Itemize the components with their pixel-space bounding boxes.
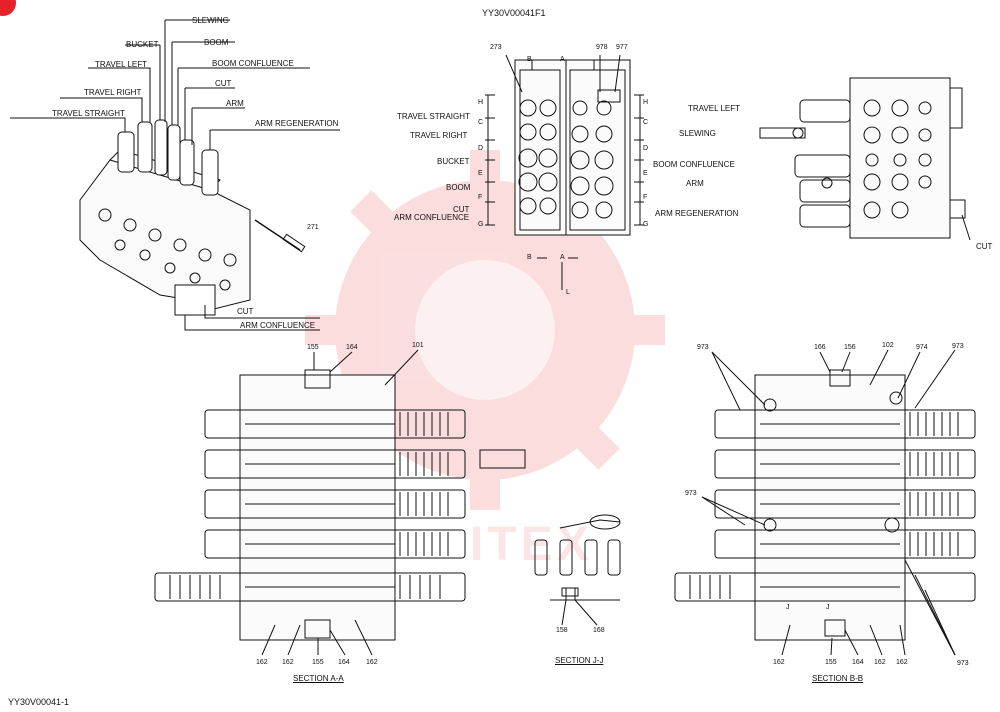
front-label-travel-straight: TRAVEL STRAIGHT: [397, 112, 470, 121]
label-arm-confluence: ARM CONFLUENCE: [240, 321, 316, 330]
right-letter-g: G: [643, 221, 649, 228]
aa-part-162-b: 162: [282, 659, 294, 666]
bb-part-162-a: 162: [773, 659, 785, 666]
figure-id: YY30V00041F1: [482, 8, 546, 18]
label-slewing: SLEWING: [192, 16, 229, 25]
bb-part-973-mid: 973: [685, 490, 697, 497]
left-letter-g: G: [478, 221, 484, 228]
label-travel-left: TRAVEL LEFT: [95, 60, 148, 69]
aa-part-164-top: 164: [346, 344, 358, 351]
right-letter-e: E: [643, 170, 648, 177]
left-letter-h: H: [478, 99, 484, 106]
bb-part-973-top-left: 973: [697, 344, 709, 351]
bb-j-left: J: [786, 604, 790, 611]
section-a-bottom: A: [560, 254, 565, 261]
part-978: 978: [596, 44, 608, 51]
front-label-travel-left: TRAVEL LEFT: [688, 104, 741, 113]
iso-valve-drawing: [10, 19, 340, 331]
part-273: 273: [490, 44, 502, 51]
bb-part-156: 156: [844, 344, 856, 351]
side-valve-view: [759, 77, 971, 241]
section-bb-title: SECTION B-B: [812, 674, 864, 683]
section-jj-drawing: [534, 514, 621, 626]
section-b-bottom: B: [527, 254, 532, 261]
bb-part-162-c: 162: [896, 659, 908, 666]
jj-part-168: 168: [593, 627, 605, 634]
arrow-l-label: L: [566, 289, 570, 296]
bb-part-973-top-right: 973: [952, 343, 964, 350]
bb-part-974: 974: [916, 344, 928, 351]
section-jj-title: SECTION J-J: [555, 656, 604, 665]
left-letter-c: C: [478, 119, 484, 126]
bb-part-155: 155: [825, 659, 837, 666]
aa-part-164-bottom: 164: [338, 659, 350, 666]
left-letter-d: D: [478, 145, 484, 152]
label-boom: BOOM: [204, 38, 229, 47]
label-travel-straight: TRAVEL STRAIGHT: [52, 109, 125, 118]
aa-part-162-a: 162: [256, 659, 268, 666]
aa-part-162-c: 162: [366, 659, 378, 666]
right-letter-f: F: [643, 194, 648, 201]
bb-part-164: 164: [852, 659, 864, 666]
label-travel-right: TRAVEL RIGHT: [84, 88, 142, 97]
corner-badge: [0, 0, 16, 16]
front-label-boom-confluence: BOOM CONFLUENCE: [653, 160, 735, 169]
right-letter-d: D: [643, 145, 649, 152]
section-a-top: A: [560, 56, 565, 63]
front-label-slewing: SLEWING: [679, 129, 716, 138]
aa-part-155-top: 155: [307, 344, 319, 351]
left-letter-f: F: [478, 194, 483, 201]
bb-part-102: 102: [882, 342, 894, 349]
front-label-boom: BOOM: [446, 183, 471, 192]
bb-part-162-b: 162: [874, 659, 886, 666]
section-aa-title: SECTION A-A: [293, 674, 344, 683]
label-cut-bottom: CUT: [237, 307, 254, 316]
label-bucket: BUCKET: [126, 40, 159, 49]
left-letter-e: E: [478, 170, 483, 177]
front-label-arm: ARM: [686, 179, 704, 188]
front-label-travel-right: TRAVEL RIGHT: [410, 131, 468, 140]
right-letter-h: H: [643, 99, 649, 106]
right-letter-c: C: [643, 119, 649, 126]
label-arm-regeneration: ARM REGENERATION: [255, 119, 339, 128]
label-cut-top: CUT: [215, 79, 232, 88]
bb-part-166: 166: [814, 344, 826, 351]
aa-part-155-bottom: 155: [312, 659, 324, 666]
jj-part-158: 158: [556, 627, 568, 634]
front-label-cut: CUT: [453, 205, 470, 214]
section-bb-drawing: [674, 349, 976, 656]
part-977: 977: [616, 44, 628, 51]
aa-part-101: 101: [412, 342, 424, 349]
front-label-arm-regeneration: ARM REGENERATION: [655, 209, 739, 218]
section-b-top: B: [527, 56, 532, 63]
watermark-text: ITEX: [470, 518, 593, 571]
front-valve-view: [485, 54, 644, 290]
bb-part-973-right: 973: [957, 660, 969, 667]
front-label-bucket: BUCKET: [437, 157, 470, 166]
front-label-arm-confluence: ARM CONFLUENCE: [394, 213, 470, 222]
footer-id: YY30V00041-1: [8, 697, 70, 707]
label-arm: ARM: [226, 99, 244, 108]
section-aa-drawing: [154, 349, 526, 656]
label-boom-confluence: BOOM CONFLUENCE: [212, 59, 294, 68]
side-label-cut: CUT: [976, 242, 993, 251]
part-271: 271: [307, 224, 319, 231]
bb-j-right: J: [826, 604, 830, 611]
